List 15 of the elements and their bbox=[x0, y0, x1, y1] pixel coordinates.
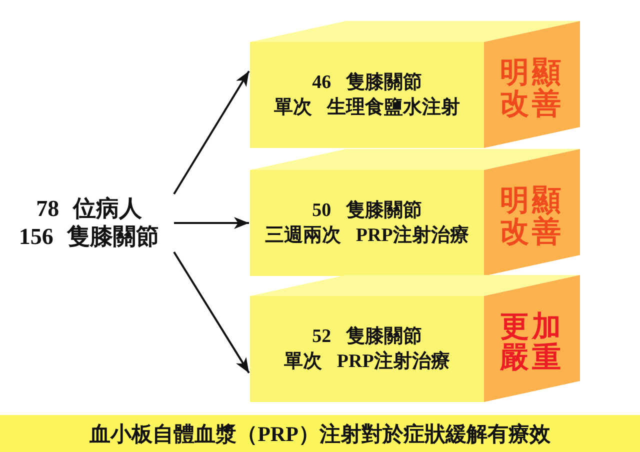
count-label: 52 隻膝關節 bbox=[312, 325, 422, 349]
outcome-label: 明顯改善 bbox=[499, 58, 565, 120]
treatment-label: 單次 生理食鹽水注射 bbox=[274, 96, 460, 120]
treatment-label: 三週兩次 PRP注射治療 bbox=[265, 224, 469, 248]
treatment-label: 單次 PRP注射治療 bbox=[284, 350, 450, 374]
text-label: 156 隻膝關節 bbox=[18, 223, 160, 251]
outcome-label: 更加嚴重 bbox=[499, 312, 565, 374]
outcome-label: 明顯改善 bbox=[499, 186, 565, 248]
banner: 血小板自體血漿（PRP）注射對於症狀緩解有療效 bbox=[0, 415, 640, 452]
text-label: 78 位病人 bbox=[36, 195, 142, 223]
count-label: 50 隻膝關節 bbox=[312, 199, 422, 223]
count-label: 46 隻膝關節 bbox=[312, 71, 422, 95]
arrow bbox=[173, 251, 250, 374]
arrow bbox=[173, 70, 250, 195]
arrow bbox=[174, 217, 249, 229]
